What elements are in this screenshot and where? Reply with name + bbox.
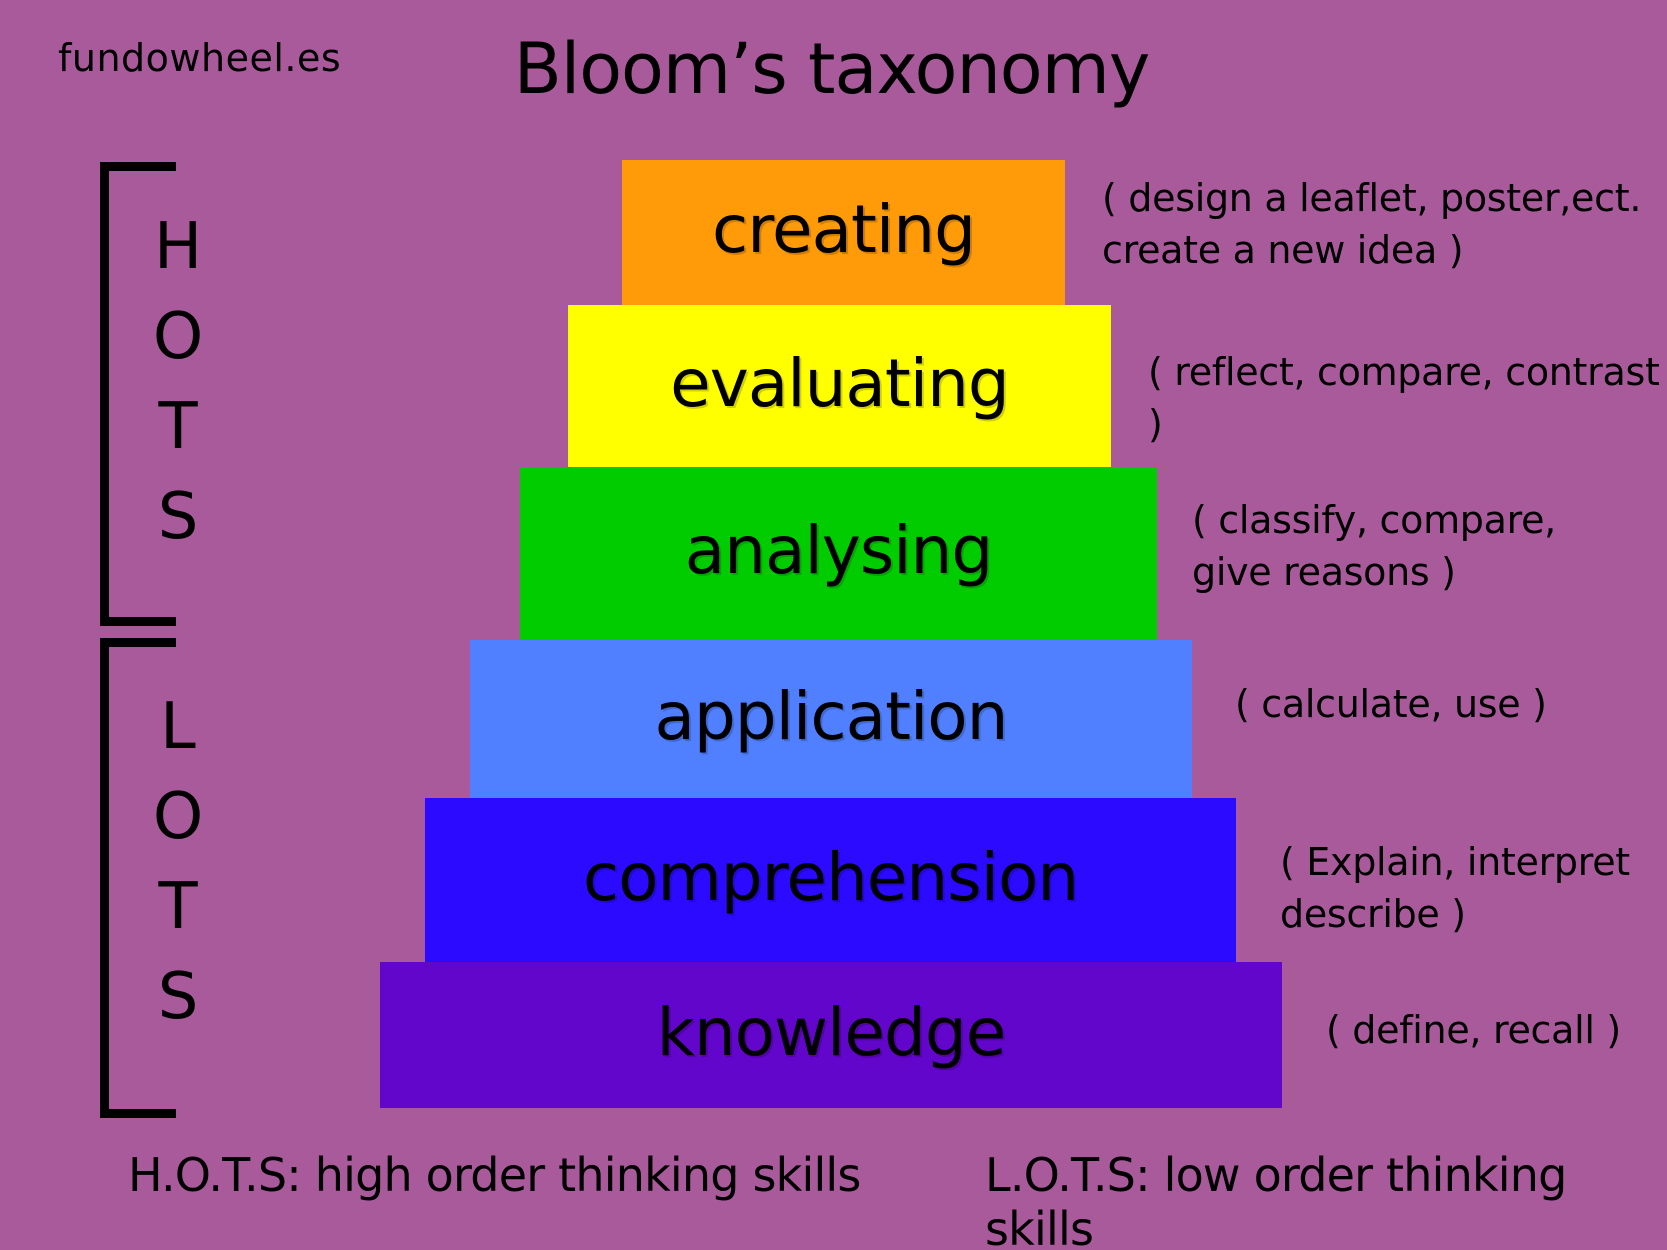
diagram-title-text: Bloom’s taxonomy [513,28,1151,110]
note-evaluating: ( reflect, compare, contrast ) [1148,350,1660,446]
legend-lots: L.O.T.S: low order thinking skills [985,1148,1567,1250]
step-label: analysing [684,512,994,589]
step-label: comprehension [582,838,1079,916]
hots-bracket [100,162,176,626]
note-creating: ( design a leaflet, poster,ect. create a… [1102,176,1642,272]
note-analysing: ( classify, compare, give reasons ) [1192,498,1556,594]
hots-letter: T [158,390,198,464]
step-evaluating: evaluating [568,305,1111,467]
lots-letter: S [157,960,199,1034]
lots-letter: T [158,870,198,944]
brand-watermark: fundowheel.es [58,36,342,80]
lots-letter: L [160,690,196,764]
note-application: ( calculate, use ) [1235,682,1547,726]
step-label: application [654,677,1008,755]
lots-bracket [100,638,176,1118]
hots-vertical-label: H O T S [148,202,208,562]
step-creating: creating [622,160,1065,305]
note-knowledge: ( define, recall ) [1326,1008,1621,1052]
step-analysing: analysing [520,467,1157,640]
hots-letter: O [152,300,204,374]
step-application: application [470,640,1192,798]
hots-letter: S [157,480,199,554]
hots-letter: H [153,210,203,284]
diagram-title: Bloom’s taxonomy [0,28,1667,110]
lots-letter: O [152,780,204,854]
lots-vertical-label: L O T S [148,682,208,1042]
step-comprehension: comprehension [425,798,1236,962]
step-knowledge: knowledge [380,962,1282,1108]
step-label: creating [712,191,976,268]
note-comprehension: ( Explain, interpret describe ) [1280,840,1630,936]
step-label: evaluating [670,344,1010,422]
legend-hots: H.O.T.S: high order thinking skills [128,1148,861,1202]
step-label: knowledge [656,993,1007,1071]
